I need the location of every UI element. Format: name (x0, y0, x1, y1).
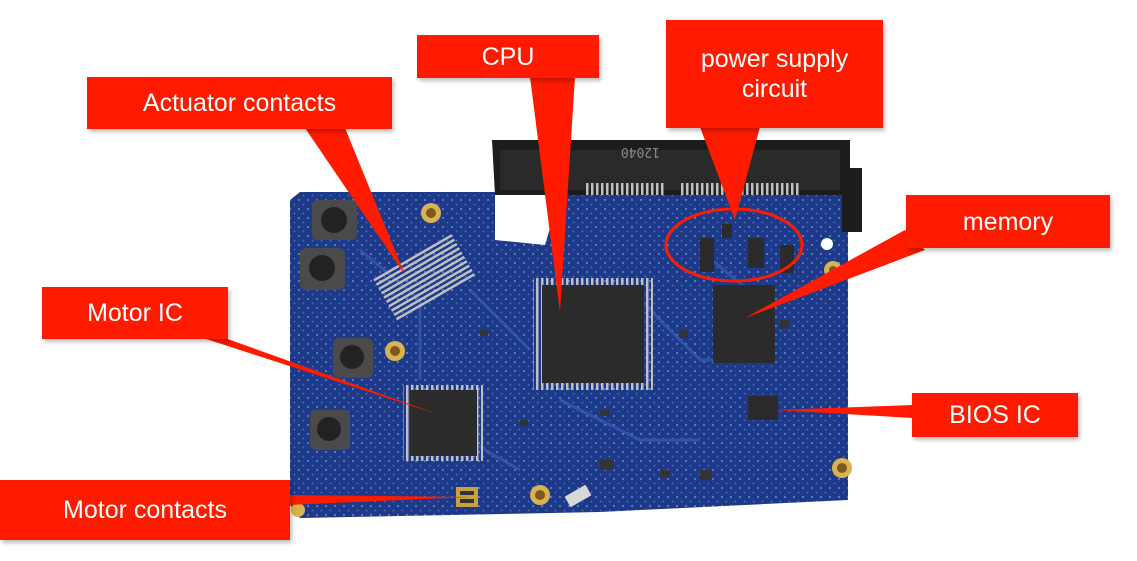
bios-ic-chip (748, 396, 778, 420)
actuator-contacts-label: Actuator contacts (87, 77, 392, 129)
cpu-label: CPU (417, 35, 599, 78)
motor-contacts-label: Motor contacts (0, 480, 290, 540)
actuator-contact-pads (372, 233, 476, 322)
bios-ic-label: BIOS IC (912, 393, 1078, 437)
mounting-holes (291, 203, 852, 517)
small-components (480, 320, 790, 480)
motor-ic-label: Motor IC (42, 287, 228, 339)
inductors (300, 200, 373, 450)
memory-chip (713, 285, 775, 363)
connector-code: 12040 (621, 144, 660, 159)
motor-ic-chip (403, 385, 483, 461)
motor-contact-pads (456, 484, 592, 508)
callout-pointers (200, 77, 925, 505)
power-supply-label: power supply circuit (666, 20, 883, 128)
cpu-chip (533, 278, 653, 390)
memory-label: memory (906, 195, 1110, 248)
